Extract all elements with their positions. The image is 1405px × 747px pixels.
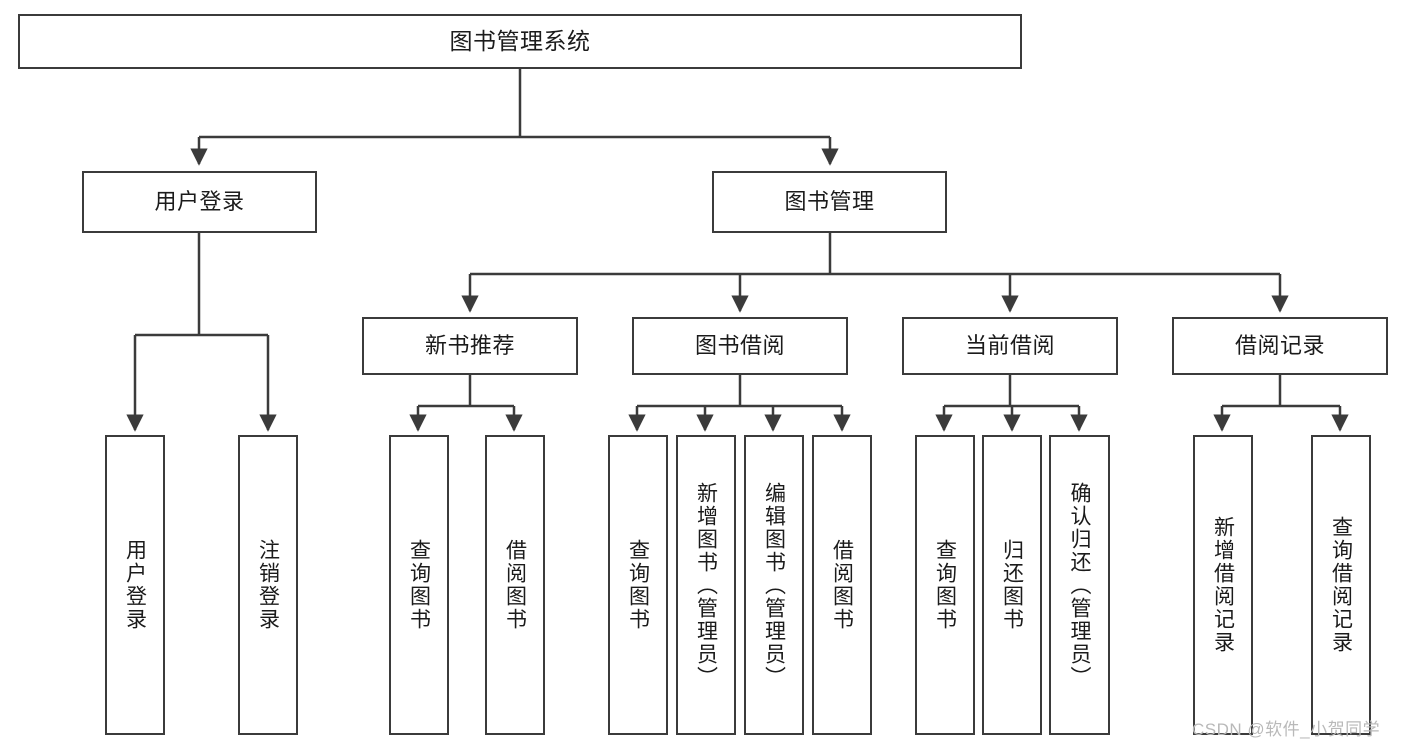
node-current-borrow[interactable]: 当前借阅 <box>902 317 1118 375</box>
node-label: 新增借阅记录 <box>1211 516 1235 654</box>
node-label: 用户登录 <box>154 189 245 215</box>
leaf-query-book-recommend[interactable]: 查询图书 <box>389 435 449 735</box>
node-label: 查询借阅记录 <box>1329 516 1353 654</box>
node-label: 图书管理系统 <box>449 27 591 54</box>
node-label: 借阅图书 <box>830 539 854 631</box>
leaf-add-borrow-record[interactable]: 新增借阅记录 <box>1193 435 1253 735</box>
node-label: 图书借阅 <box>694 333 785 359</box>
node-label: 归还图书 <box>1000 539 1024 631</box>
node-book-borrow[interactable]: 图书借阅 <box>632 317 848 375</box>
node-label: 借阅记录 <box>1234 333 1325 359</box>
node-user-login[interactable]: 用户登录 <box>82 171 317 233</box>
node-label: 用户登录 <box>123 539 147 631</box>
leaf-query-book-current[interactable]: 查询图书 <box>915 435 975 735</box>
node-label: 新增图书（管理员） <box>694 481 718 689</box>
leaf-user-logout[interactable]: 注销登录 <box>238 435 298 735</box>
node-label: 编辑图书（管理员） <box>762 481 786 689</box>
leaf-add-book-admin[interactable]: 新增图书（管理员） <box>676 435 736 735</box>
node-label: 查询图书 <box>407 539 431 631</box>
leaf-return-book[interactable]: 归还图书 <box>982 435 1042 735</box>
leaf-edit-book-admin[interactable]: 编辑图书（管理员） <box>744 435 804 735</box>
leaf-query-book-borrow[interactable]: 查询图书 <box>608 435 668 735</box>
leaf-user-login[interactable]: 用户登录 <box>105 435 165 735</box>
node-borrow-record[interactable]: 借阅记录 <box>1172 317 1388 375</box>
node-label: 查询图书 <box>933 539 957 631</box>
node-label: 确认归还（管理员） <box>1068 481 1091 689</box>
node-new-book-recommend[interactable]: 新书推荐 <box>362 317 578 375</box>
node-label: 借阅图书 <box>503 539 527 631</box>
leaf-query-borrow-record[interactable]: 查询借阅记录 <box>1311 435 1371 735</box>
node-label: 查询图书 <box>626 539 650 631</box>
node-label: 当前借阅 <box>964 333 1055 359</box>
node-root-book-management-system[interactable]: 图书管理系统 <box>18 14 1022 69</box>
node-book-management[interactable]: 图书管理 <box>712 171 947 233</box>
watermark: CSDN @软件_小贺同学 <box>1192 720 1381 739</box>
node-label: 新书推荐 <box>424 333 515 359</box>
leaf-confirm-return-admin[interactable]: 确认归还（管理员） <box>1049 435 1110 735</box>
leaf-borrow-book-recommend[interactable]: 借阅图书 <box>485 435 545 735</box>
leaf-borrow-book[interactable]: 借阅图书 <box>812 435 872 735</box>
node-label: 图书管理 <box>784 189 875 215</box>
node-label: 注销登录 <box>256 539 280 631</box>
